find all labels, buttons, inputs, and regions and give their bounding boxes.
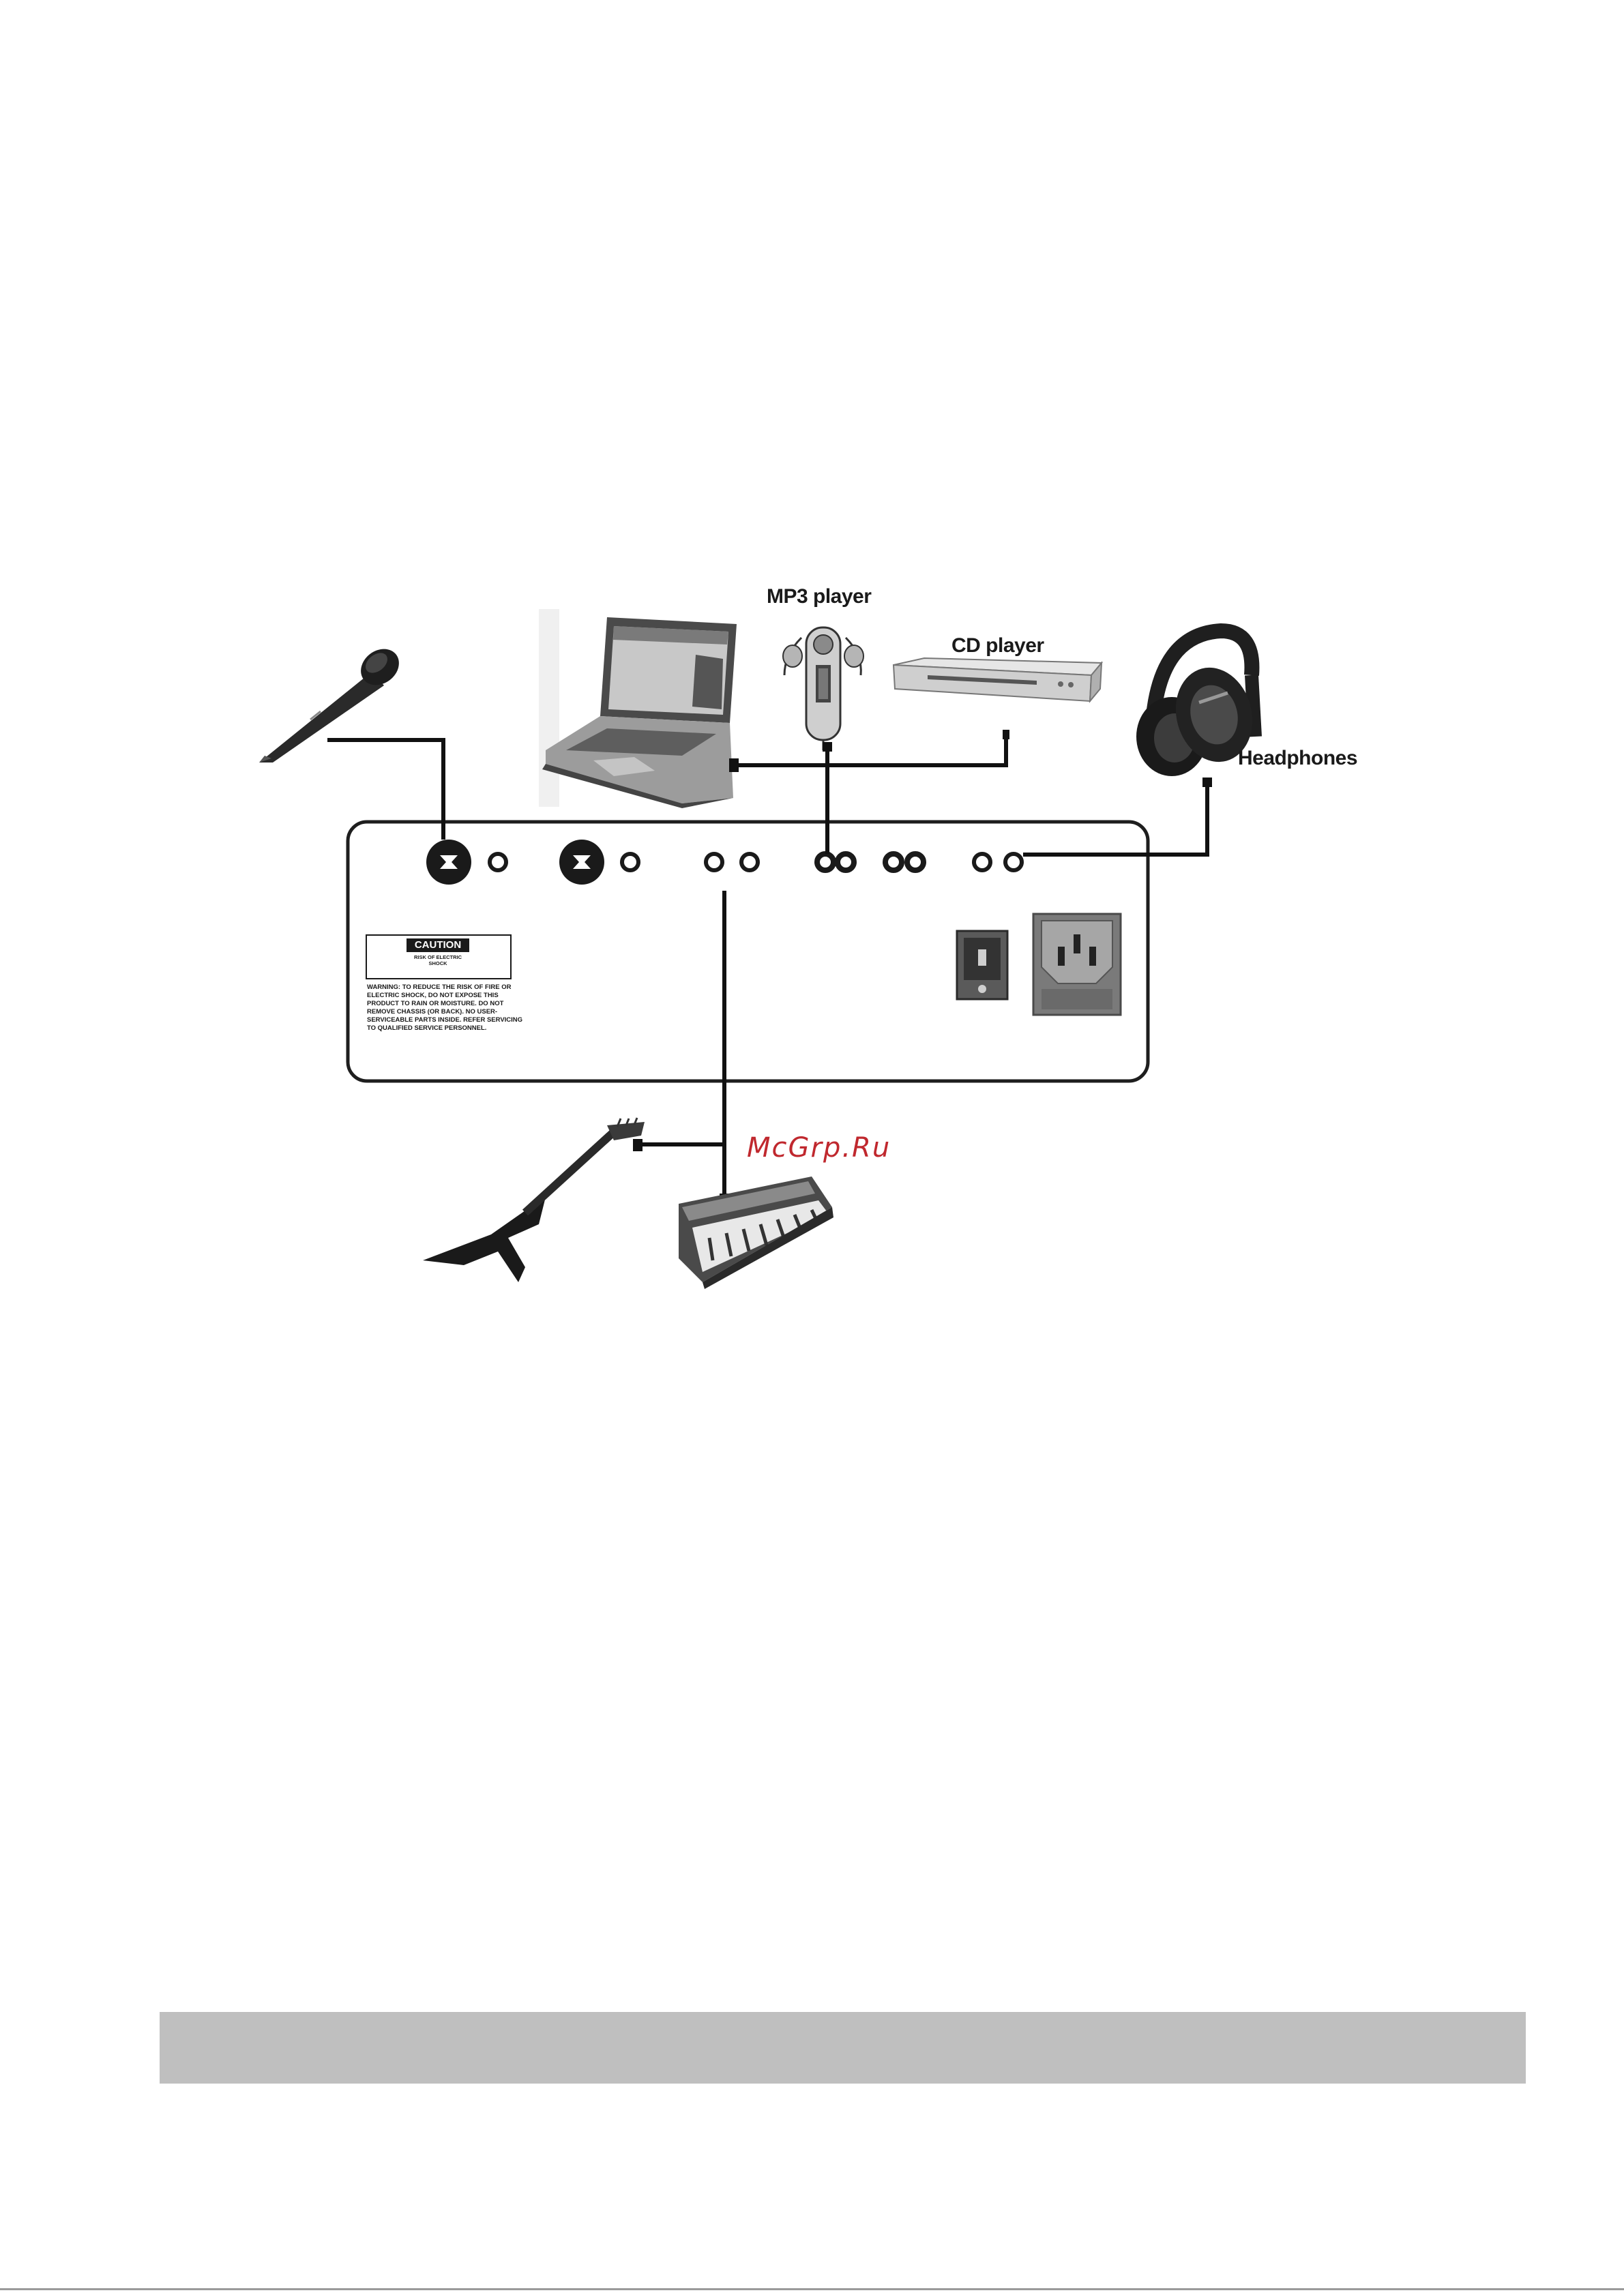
jack-line-in-r	[741, 854, 758, 870]
headphones-label: Headphones	[1238, 747, 1357, 770]
xlr-jack-1	[426, 840, 471, 885]
electric-guitar-icon	[423, 1118, 645, 1282]
mp3-player-label: MP3 player	[767, 585, 871, 608]
power-switch-icon	[957, 931, 1007, 999]
keyboard-synth-icon	[679, 1176, 833, 1289]
jack-phones	[1005, 854, 1022, 870]
rca-aux-r	[838, 854, 854, 870]
caution-subtitle: RISK OF ELECTRIC SHOCK	[407, 954, 469, 966]
caution-title: CAUTION	[407, 938, 469, 952]
cd-player-icon	[894, 658, 1102, 701]
jack-input-1	[490, 854, 506, 870]
warning-text: WARNING: TO REDUCE THE RISK OF FIRE OR E…	[367, 983, 524, 1033]
footer-bar	[160, 2012, 1526, 2084]
jack-line-in-l	[706, 854, 722, 870]
rca-rec-r	[907, 854, 924, 870]
cd-player-label: CD player	[951, 634, 1044, 657]
jack-out-1	[974, 854, 990, 870]
xlr-jack-2	[559, 840, 604, 885]
microphone-icon	[259, 642, 406, 762]
power-socket-icon	[1033, 914, 1121, 1015]
bottom-rule	[0, 2288, 1624, 2290]
caution-label: CAUTION RISK OF ELECTRIC SHOCK	[366, 934, 512, 979]
laptop-icon	[539, 609, 737, 808]
rca-rec-l	[885, 854, 902, 870]
laptop-cable	[733, 733, 1006, 765]
jack-input-2	[622, 854, 638, 870]
mp3-player-icon	[783, 627, 863, 750]
rca-aux-l	[817, 854, 833, 870]
watermark: McGrp.Ru	[747, 1132, 891, 1164]
